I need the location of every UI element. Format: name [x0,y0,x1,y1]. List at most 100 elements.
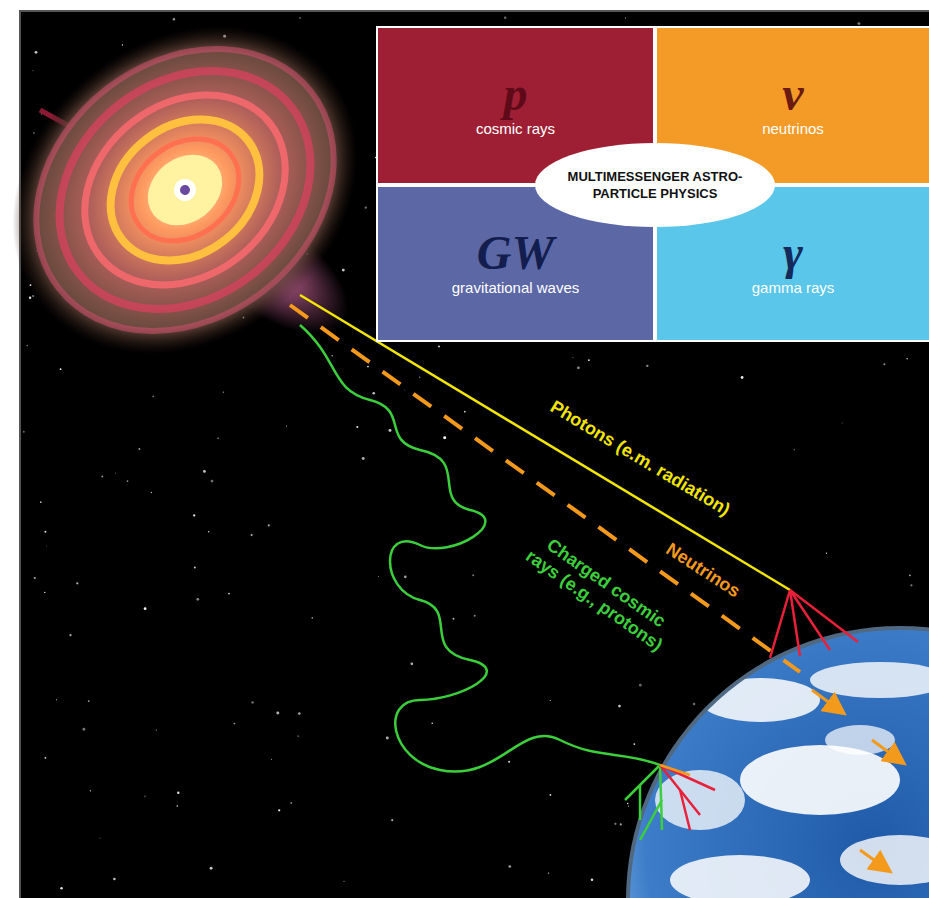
star [208,531,210,533]
star [620,823,622,825]
star [290,802,292,804]
messenger-symbol: GW [378,227,653,279]
star [857,22,860,25]
cosmic-ray-label: Charged cosmic rays (e.g., protons) [514,523,686,661]
margin [0,0,929,10]
star [841,422,843,424]
star [276,712,279,715]
star [138,448,140,450]
star [627,803,628,804]
star [906,358,907,359]
star [508,761,510,763]
star [472,574,474,576]
star [378,576,380,578]
star [144,607,147,610]
star [474,615,476,617]
star [69,634,71,636]
star [614,823,616,825]
star [40,501,42,503]
star [372,392,375,395]
messenger-symbol: p [378,68,653,120]
star [508,865,511,868]
messenger-name: neutrinos [657,120,929,138]
star [646,365,648,367]
star [548,872,549,873]
star [56,699,57,700]
star [203,470,206,473]
star [550,700,551,701]
star [404,389,406,391]
cosmic-ray-shower [625,765,715,840]
star [44,592,45,593]
star [618,705,621,708]
star [331,355,333,357]
earth [626,626,929,898]
star [33,132,34,133]
star [909,574,911,576]
star [177,792,179,794]
photon-label: Photons (e.m. radiation) [546,396,733,520]
star [299,17,300,18]
messenger-name: cosmic rays [378,120,653,138]
star [151,492,153,494]
text-column: GWgravitational waves [378,227,653,297]
star [389,429,392,432]
text-column: νneutrinos [657,68,929,138]
star [90,790,91,791]
star [101,476,103,478]
star [438,345,440,347]
star [32,70,34,72]
star [633,743,635,745]
star [45,757,47,759]
star [453,618,455,620]
neutrino-arrows [812,690,902,870]
star [883,363,885,365]
star [60,368,62,370]
star [210,867,213,870]
star [193,514,195,516]
star [60,887,63,890]
star [297,735,298,736]
star [386,737,389,740]
star [234,723,236,725]
star [342,269,345,272]
star [217,438,218,439]
messenger-name: gravitational waves [378,279,653,297]
star [431,722,432,723]
star [356,426,358,428]
star [152,395,154,397]
star [572,357,573,358]
messenger-symbol: ν [657,68,929,120]
star [196,598,199,601]
star [826,553,827,554]
star [223,392,224,393]
star [794,449,796,451]
star [26,345,28,347]
star [410,662,413,665]
star [910,584,912,586]
star [443,436,446,439]
star [113,878,116,881]
star [550,794,552,796]
star [251,701,253,703]
star [639,684,642,687]
star [298,712,301,715]
neutrino-path [290,305,800,672]
text-column: γgamma rays [657,227,929,297]
star [365,206,367,208]
star [268,524,270,526]
star [88,700,90,702]
star [34,577,36,579]
star [82,728,85,731]
panel-frame [376,26,929,342]
star [176,805,177,806]
star [591,878,594,881]
star [693,703,696,706]
star [419,377,420,378]
star [588,359,590,361]
messenger-symbol: γ [657,227,929,279]
star [35,51,38,54]
star [278,809,280,811]
